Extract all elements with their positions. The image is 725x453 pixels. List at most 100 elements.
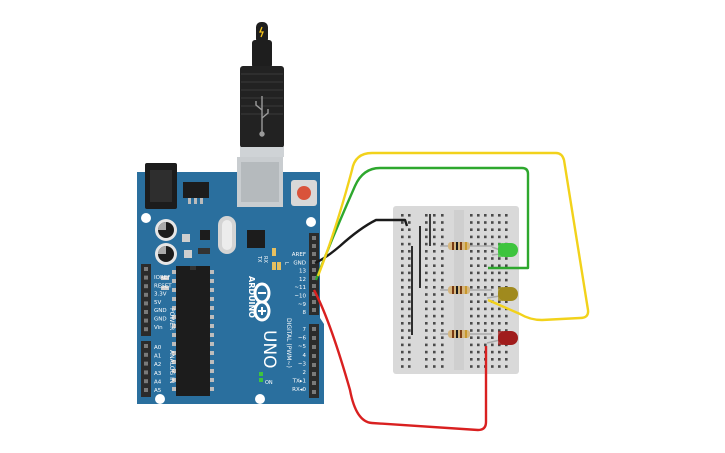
chip-pins bbox=[210, 270, 214, 391]
red-led[interactable] bbox=[486, 331, 518, 345]
rx-label: RX bbox=[262, 256, 268, 263]
header-pin[interactable] bbox=[144, 361, 148, 366]
analog-pin-label: A4 bbox=[154, 379, 162, 385]
resistor bbox=[440, 242, 492, 250]
l-label: L bbox=[283, 262, 289, 265]
reset-button[interactable] bbox=[291, 180, 317, 206]
digital-header-bottom[interactable] bbox=[309, 324, 319, 398]
mounting-hole bbox=[155, 394, 165, 404]
tx-label: TX bbox=[256, 255, 262, 263]
dc-power-jack bbox=[145, 163, 177, 209]
header-pin[interactable] bbox=[144, 275, 148, 280]
digital-pin-label: TX▸1 bbox=[292, 379, 306, 385]
header-pin[interactable] bbox=[144, 318, 148, 323]
digital-pin-label: ~6 bbox=[298, 336, 307, 342]
header-pin[interactable] bbox=[312, 236, 316, 240]
power-header[interactable] bbox=[141, 264, 151, 336]
header-pin[interactable] bbox=[312, 292, 316, 296]
arduino-uno-board[interactable]: TX RX L ARDUINO UNO DIGITAL (PWM~) POWER… bbox=[137, 157, 324, 404]
power-pin-label: Vin bbox=[154, 325, 163, 331]
resistor bbox=[440, 286, 492, 294]
header-pin[interactable] bbox=[144, 344, 148, 348]
header-pin[interactable] bbox=[312, 345, 316, 349]
header-pin[interactable] bbox=[312, 308, 316, 312]
capacitor bbox=[155, 219, 177, 241]
header-pin[interactable] bbox=[312, 327, 316, 331]
digital-pin-label: GND bbox=[293, 260, 306, 266]
power-pin-label: GND bbox=[154, 317, 167, 323]
usb-cable bbox=[240, 22, 284, 157]
digital-pin-label: ~11 bbox=[294, 285, 306, 291]
digital-pin-label: ~10 bbox=[294, 294, 306, 300]
header-pin[interactable] bbox=[144, 267, 148, 271]
header-pin[interactable] bbox=[144, 292, 148, 297]
on-label: ON bbox=[265, 380, 273, 386]
analog-header[interactable] bbox=[141, 341, 151, 397]
header-pin[interactable] bbox=[312, 260, 316, 264]
header-pin[interactable] bbox=[312, 300, 316, 304]
header-pin[interactable] bbox=[144, 301, 148, 306]
power-label: POWER bbox=[168, 308, 175, 330]
digital-pin-label: 8 bbox=[303, 310, 307, 316]
digital-pin-label: ~9 bbox=[298, 302, 307, 308]
mounting-hole bbox=[306, 217, 316, 227]
header-pin[interactable] bbox=[144, 379, 148, 384]
on-led bbox=[259, 372, 263, 382]
resistor bbox=[440, 330, 492, 338]
red-wire[interactable] bbox=[312, 289, 488, 432]
analog-pin-label: A2 bbox=[154, 362, 161, 368]
green-led[interactable] bbox=[491, 243, 518, 257]
header-pin[interactable] bbox=[312, 390, 316, 394]
header-pin[interactable] bbox=[312, 381, 316, 385]
analog-pin-label: A1 bbox=[154, 354, 161, 360]
header-pin[interactable] bbox=[144, 284, 148, 289]
header-pin[interactable] bbox=[312, 354, 316, 358]
header-pin[interactable] bbox=[312, 284, 316, 288]
header-pin[interactable] bbox=[312, 372, 316, 376]
atmega-microcontroller bbox=[172, 266, 214, 396]
arduino-brand: ARDUINO bbox=[247, 276, 256, 318]
rx-led bbox=[272, 262, 276, 270]
digital-label: DIGITAL (PWM~) bbox=[285, 318, 292, 368]
digital-pin-label: 7 bbox=[303, 327, 307, 333]
header-pin[interactable] bbox=[144, 388, 148, 392]
analog-in-label: ANALOG IN bbox=[168, 350, 175, 383]
analog-pin-label: A3 bbox=[154, 371, 162, 377]
power-pin-label: IOREF bbox=[154, 275, 170, 281]
uno-model: UNO bbox=[259, 330, 279, 369]
chip-pins bbox=[172, 270, 176, 391]
header-pin[interactable] bbox=[312, 276, 316, 280]
tx-led bbox=[272, 248, 276, 256]
header-pin[interactable] bbox=[312, 268, 316, 272]
breadboard-jumpers bbox=[411, 226, 421, 335]
mounting-hole bbox=[141, 213, 151, 223]
header-pin[interactable] bbox=[312, 244, 316, 248]
yellow-led[interactable] bbox=[486, 287, 518, 301]
digital-header-top[interactable] bbox=[309, 233, 319, 315]
power-pin-label: 5V bbox=[154, 300, 161, 306]
header-pin[interactable] bbox=[144, 310, 148, 314]
yellow-wire[interactable] bbox=[316, 151, 590, 322]
power-pin-label: 3.3V bbox=[154, 292, 167, 298]
digital-pin-label: AREF bbox=[292, 252, 306, 258]
analog-pin-label: A5 bbox=[154, 388, 162, 394]
header-pin[interactable] bbox=[312, 363, 316, 367]
usb-controller-chip bbox=[247, 230, 265, 248]
header-pin[interactable] bbox=[144, 370, 148, 375]
digital-pin-label: ~3 bbox=[298, 361, 307, 367]
power-pin-label: RESET bbox=[154, 283, 172, 289]
arduino-infinity-logo bbox=[253, 282, 271, 322]
voltage-regulator bbox=[183, 182, 209, 204]
header-pin[interactable] bbox=[312, 252, 316, 256]
analog-pin-label: A0 bbox=[154, 345, 162, 351]
header-pin[interactable] bbox=[144, 327, 148, 332]
black-wire[interactable] bbox=[314, 218, 409, 265]
digital-pin-label: 12 bbox=[299, 277, 306, 283]
header-pin[interactable] bbox=[312, 336, 316, 340]
header-pin[interactable] bbox=[144, 352, 148, 357]
capacitor bbox=[155, 243, 177, 265]
